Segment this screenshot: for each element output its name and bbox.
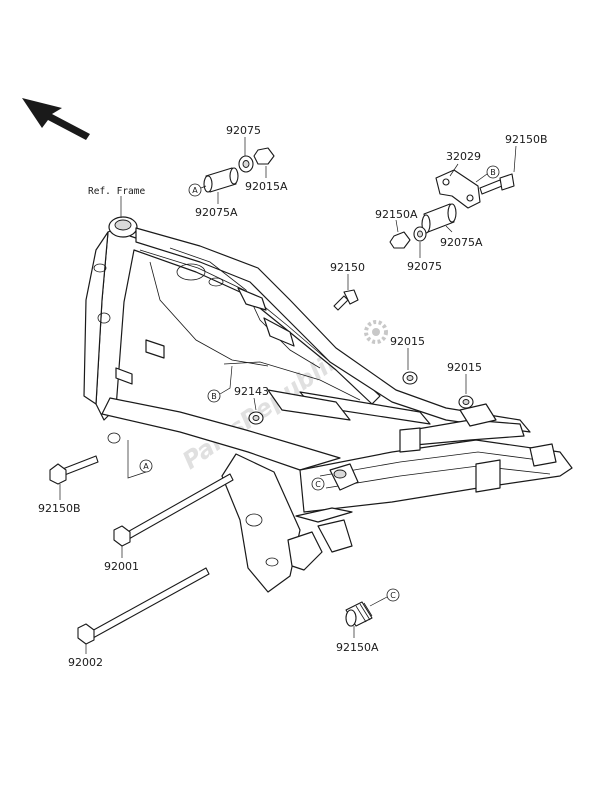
- part-92150B-left: 92150B: [38, 502, 81, 515]
- collar-92143: [248, 411, 264, 425]
- part-92150A-mid: 92150A: [375, 208, 418, 221]
- nut-92015-upper: [402, 371, 418, 385]
- nut-92150A-mid: [389, 231, 411, 249]
- part-92015A: 92015A: [245, 180, 288, 193]
- svg-text:B: B: [211, 392, 217, 401]
- bolt-92002: [77, 567, 210, 645]
- part-92015-upper: 92015: [390, 335, 425, 348]
- marker-A-top: A: [188, 183, 207, 197]
- part-92075A-right: 92075A: [440, 236, 483, 249]
- marker-B-frame: B: [207, 365, 233, 403]
- part-92143: 92143: [234, 385, 269, 398]
- motorcycle-frame: [83, 216, 573, 593]
- part-92001: 92001: [104, 560, 139, 573]
- bushing-92075A-right: [421, 203, 457, 234]
- watermark-gear-icon: [364, 320, 388, 344]
- bolt-92001: [113, 473, 234, 547]
- nut-92015-lower: [458, 395, 474, 409]
- part-92075A-left: 92075A: [195, 206, 238, 219]
- part-92002: 92002: [68, 656, 103, 669]
- collar-92075-top: [238, 155, 254, 173]
- direction-arrow-icon: [22, 98, 90, 140]
- bolt-92150B-top: [479, 173, 515, 195]
- marker-C-bottom: C: [369, 588, 400, 607]
- part-92150: 92150: [330, 261, 365, 274]
- part-92150B-top: 92150B: [505, 133, 548, 146]
- part-92075-top: 92075: [226, 124, 261, 137]
- part-32029: 32029: [446, 150, 481, 163]
- svg-text:C: C: [315, 480, 321, 489]
- svg-text:A: A: [192, 186, 198, 195]
- ref-frame-label: Ref. Frame: [88, 186, 145, 197]
- marker-A-frame: A: [127, 440, 153, 479]
- part-92075-right: 92075: [407, 260, 442, 273]
- nut-92015A: [253, 147, 275, 165]
- bushing-92075A-left: [203, 167, 239, 193]
- collar-92075-right: [413, 226, 427, 242]
- marker-C-frame: C: [311, 477, 325, 491]
- marker-B-top: B: [475, 165, 500, 183]
- part-92015-lower: 92015: [447, 361, 482, 374]
- part-92150A-bottom: 92150A: [336, 641, 379, 654]
- svg-text:B: B: [490, 168, 496, 177]
- svg-text:A: A: [143, 462, 149, 471]
- svg-text:C: C: [390, 591, 396, 600]
- bolt-92150B-left: [49, 455, 99, 485]
- leader-lines: [59, 137, 517, 654]
- bracket-32029: [435, 169, 481, 209]
- bolt-92150A-bottom: [345, 601, 373, 627]
- bolt-92150: [333, 289, 359, 311]
